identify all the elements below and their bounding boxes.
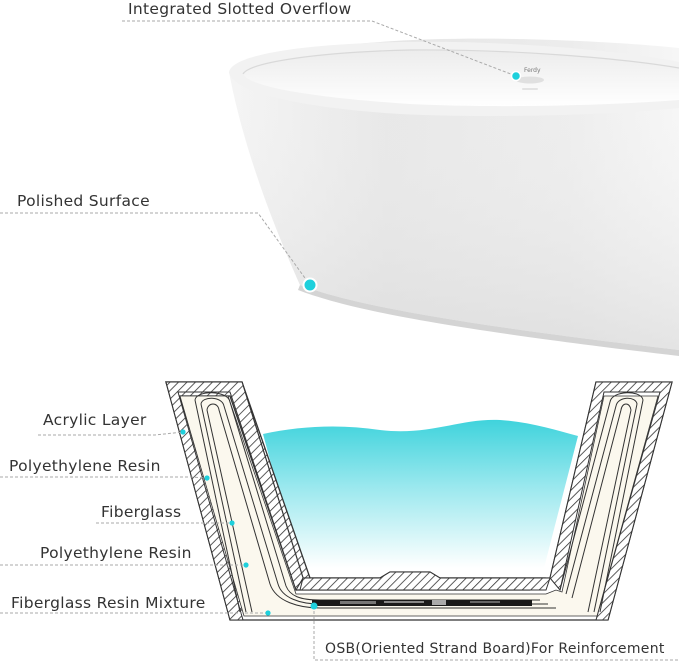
label-polyethylene-resin-1: Polyethylene Resin xyxy=(9,457,161,475)
leader-lines-bottom xyxy=(0,431,679,661)
label-fiberglass: Fiberglass xyxy=(101,503,182,521)
surface-marker xyxy=(302,277,318,293)
floor-hatch-band xyxy=(299,571,551,591)
label-fiberglass-resin-mixture: Fiberglass Resin Mixture xyxy=(11,594,206,612)
mixture-marker xyxy=(265,610,271,616)
resin1-marker xyxy=(204,475,210,481)
water xyxy=(263,419,578,568)
label-polyethylene-resin-2: Polyethylene Resin xyxy=(40,544,192,562)
cross-section xyxy=(165,381,673,621)
layer-markers xyxy=(180,429,318,616)
label-integrated-slotted-overflow: Integrated Slotted Overflow xyxy=(128,0,352,18)
label-osb-reinforcement: OSB(Oriented Strand Board)For Reinforcem… xyxy=(325,641,665,657)
overflow-marker xyxy=(510,70,522,82)
leader-lines-top xyxy=(0,20,517,286)
right-hatch-band xyxy=(549,381,673,621)
overflow-plate xyxy=(516,76,544,84)
tub-basin xyxy=(243,49,679,107)
resin2-marker xyxy=(243,562,249,568)
acrylic-leader xyxy=(38,431,184,436)
osb-marker xyxy=(310,602,318,610)
resin1-leader xyxy=(0,476,208,479)
label-polished-surface: Polished Surface xyxy=(17,192,150,210)
bathtub-illustration: Ferdy xyxy=(229,38,679,356)
osb-leader xyxy=(313,606,679,661)
label-acrylic-layer: Acrylic Layer xyxy=(43,411,147,429)
fiberglass-marker xyxy=(229,520,235,526)
surface-leader xyxy=(0,212,311,286)
brand-mark: Ferdy xyxy=(524,67,541,74)
overflow-leader xyxy=(122,20,517,77)
left-hatch-band xyxy=(165,381,304,621)
acrylic-marker xyxy=(180,429,186,435)
